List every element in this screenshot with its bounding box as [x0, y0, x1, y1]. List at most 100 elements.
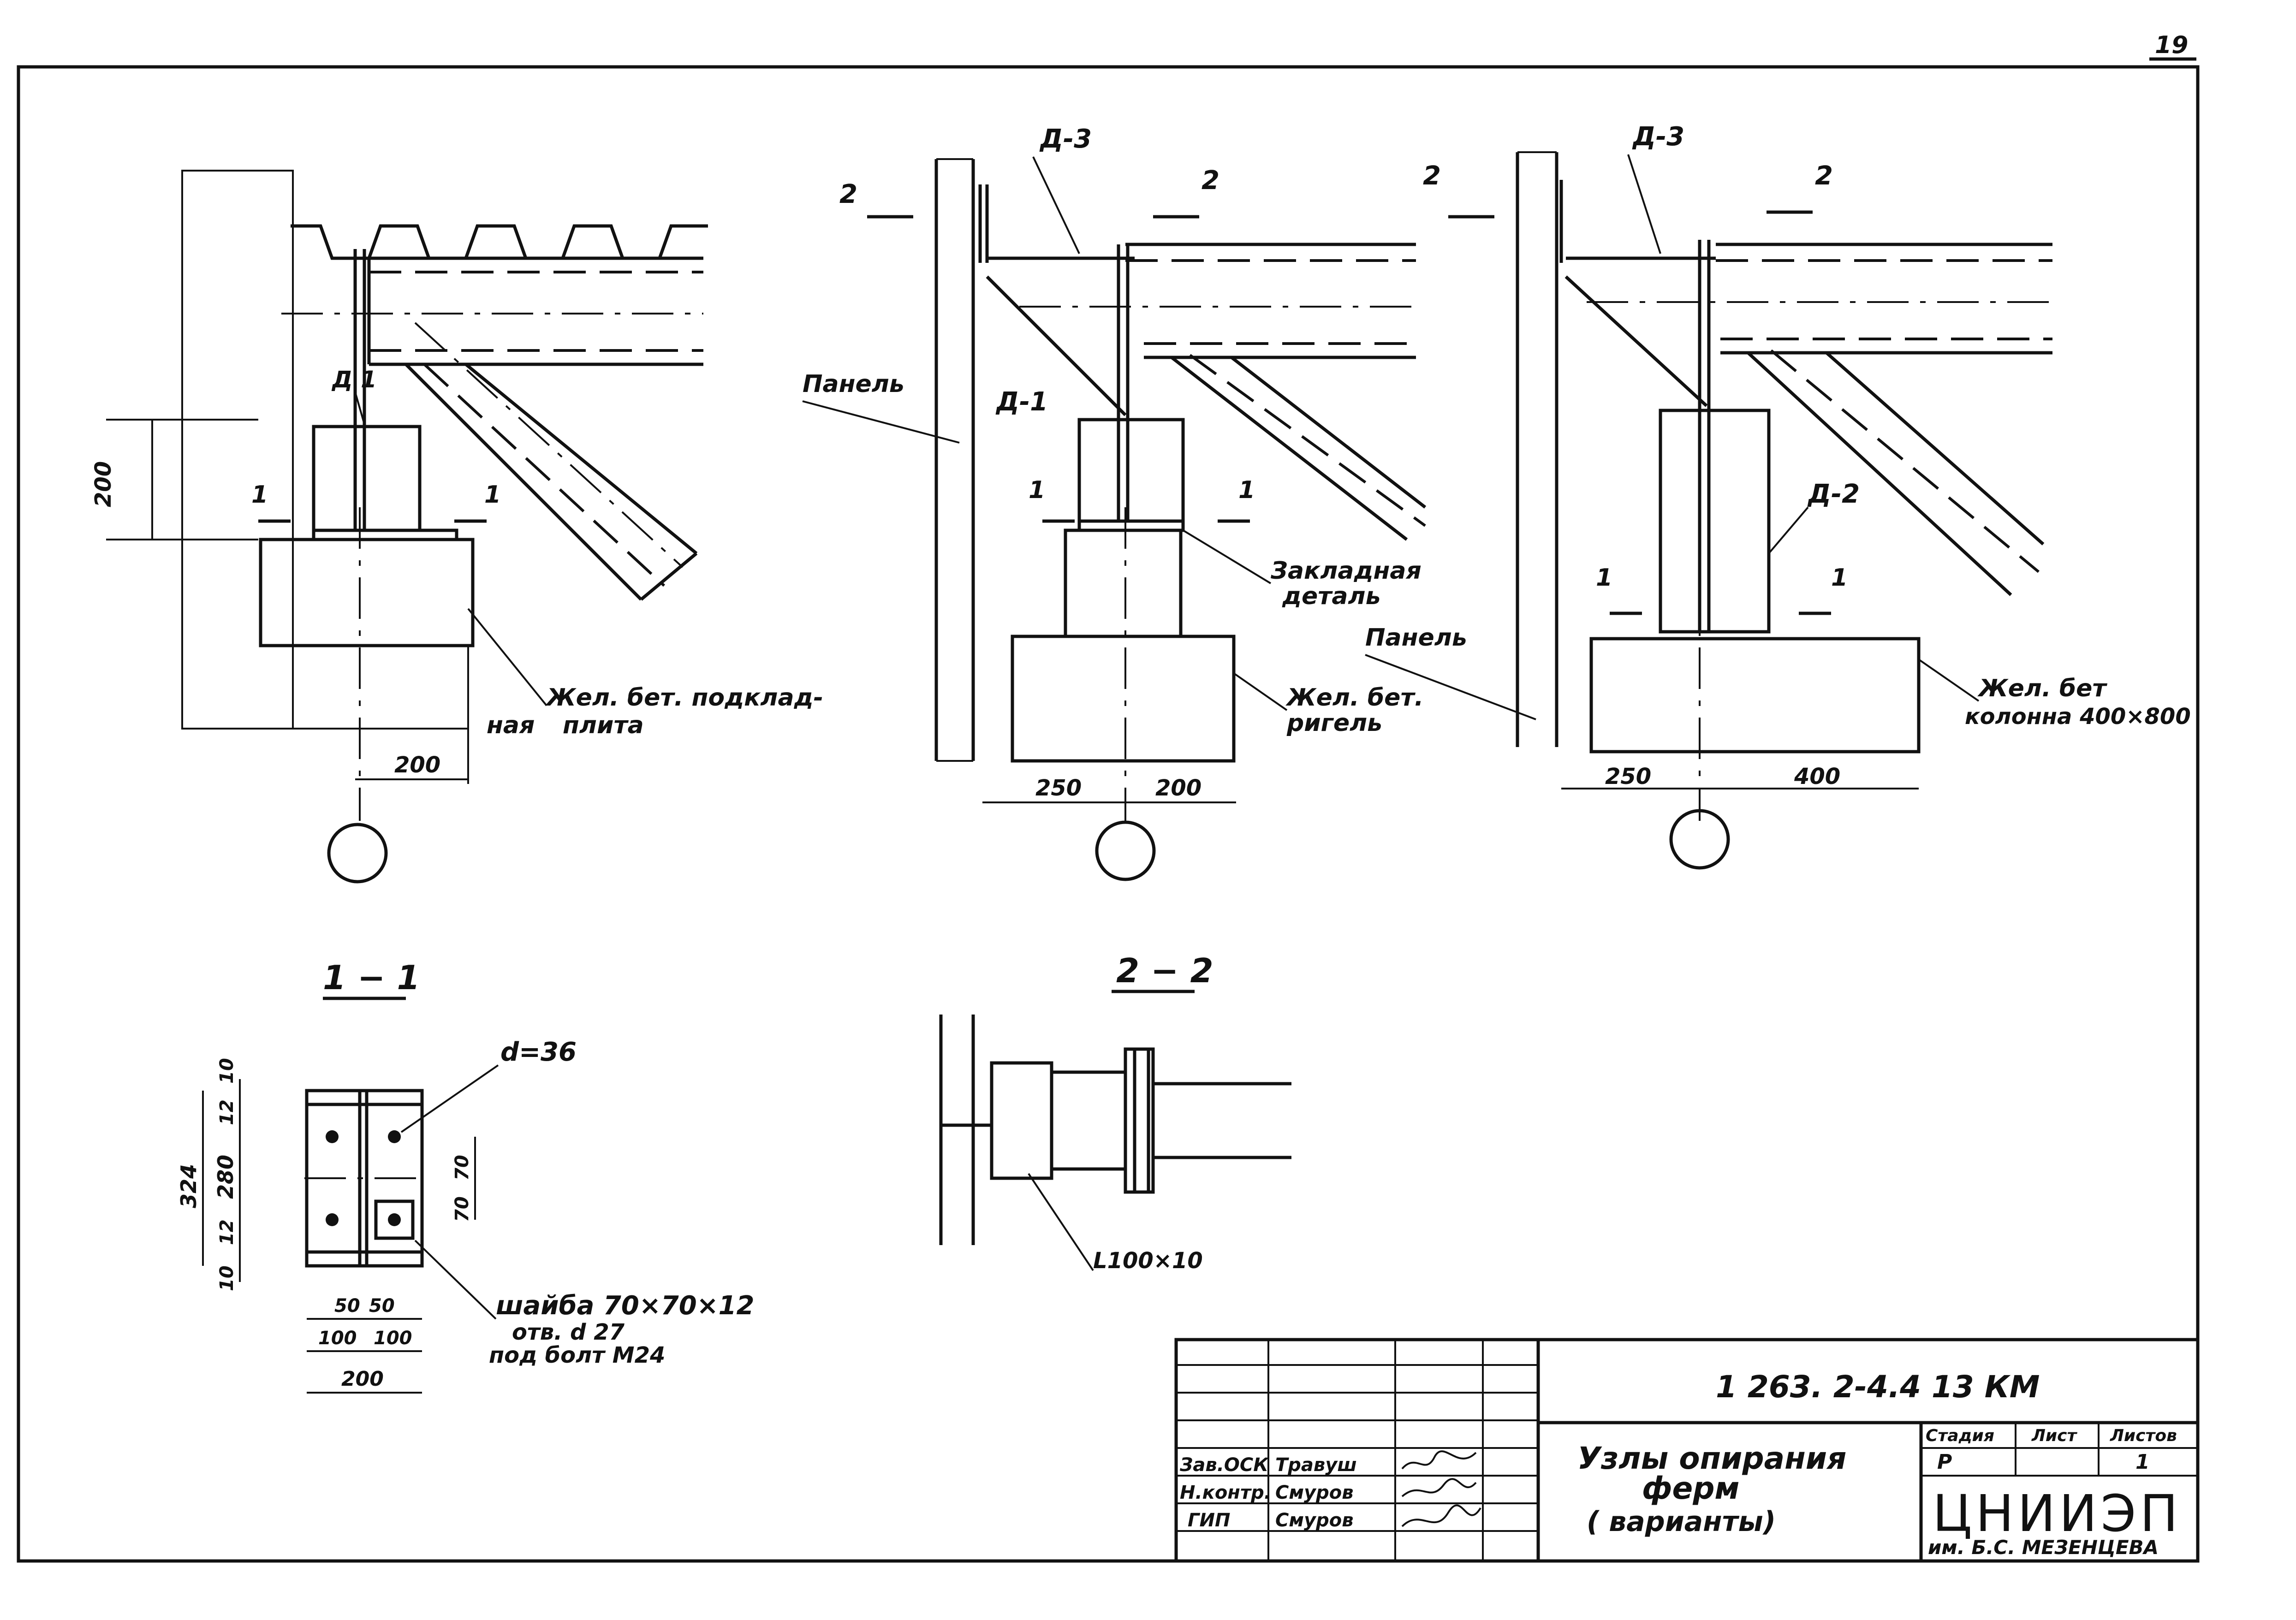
embedded-label-2: деталь — [1282, 582, 1380, 610]
role-1: Зав.ОСК — [1179, 1454, 1269, 1476]
page-number: 19 — [2155, 31, 2188, 59]
section-mark-1-right: 1 — [484, 481, 501, 509]
label-d3: Д-3 — [1039, 124, 1092, 154]
stage-header: Стадия — [1926, 1426, 1994, 1445]
panel-label: Панель — [803, 370, 904, 398]
dim-324: 324 — [176, 1164, 201, 1208]
axis-bubble — [1669, 809, 1730, 870]
section-title: 2 − 2 — [1116, 951, 1213, 990]
dim-50-right: 50 — [369, 1295, 395, 1317]
panel-label: Панель — [1365, 624, 1467, 652]
signature — [1401, 1478, 1477, 1497]
bolt-hole — [388, 1130, 401, 1143]
role-3: ГИП — [1188, 1510, 1230, 1531]
title-line-3: ( варианты) — [1587, 1506, 1776, 1538]
washer-label-3: под болт М24 — [489, 1342, 665, 1368]
signature — [1401, 1504, 1481, 1527]
node-2: 250 200 2 2 1 1 Д-3 Д-1 Панель Закладная… — [802, 124, 1427, 881]
girder-body — [1011, 635, 1236, 763]
section-title: 1 − 1 — [323, 958, 420, 997]
dim-70-top: 70 — [452, 1155, 473, 1181]
section-mark-1-right: 1 — [1238, 476, 1255, 504]
dim-50-left: 50 — [334, 1295, 360, 1317]
dim-70-bottom: 70 — [452, 1196, 473, 1222]
name-3: Смуров — [1275, 1510, 1354, 1531]
bearing-pad — [259, 538, 475, 647]
girder-top — [1064, 528, 1183, 638]
bolt-hole — [388, 1213, 401, 1226]
org-subtitle: им. Б.С. МЕЗЕНЦЕВА — [1928, 1536, 2159, 1559]
end-plate — [1133, 1047, 1155, 1194]
sheets-header: Листов — [2110, 1426, 2177, 1445]
role-2: Н.контр. — [1180, 1482, 1271, 1503]
dim-200: 200 — [1155, 775, 1202, 801]
end-plate — [1124, 1047, 1150, 1194]
wall-base — [292, 645, 469, 730]
dim-12-top: 12 — [216, 1099, 238, 1125]
dim-250: 250 — [1605, 764, 1651, 789]
embedded-label-1: Закладная — [1270, 557, 1422, 585]
hole-label: d=36 — [500, 1037, 577, 1067]
dim-250: 250 — [1035, 775, 1082, 801]
slab-label-1: Жел. бет. подклад- — [545, 684, 823, 712]
section-mark-2-right: 2 — [1202, 166, 1219, 196]
angle-bracket — [990, 1061, 1053, 1180]
dim-100-left: 100 — [318, 1328, 357, 1349]
node-1: 200 200 Д 1 1 1 Жел. бет. подклад- ная п… — [90, 170, 823, 884]
dim-400: 400 — [1794, 764, 1840, 789]
section-mark-1-left: 1 — [251, 481, 268, 509]
section-2-2: 2 − 2 L100×10 — [939, 951, 1291, 1274]
washer — [374, 1199, 415, 1240]
support-stand — [1077, 418, 1185, 523]
name-2: Смуров — [1275, 1482, 1354, 1503]
dim-10-top: 10 — [216, 1058, 238, 1084]
section-mark-2-right: 2 — [1815, 161, 1833, 191]
corrugated-deck — [291, 224, 708, 260]
dim-280: 280 — [213, 1155, 238, 1199]
section-mark-1-right: 1 — [1831, 564, 1848, 592]
column — [1589, 637, 1921, 754]
section-mark-1-left: 1 — [1029, 476, 1045, 504]
label-d1: Д 1 — [331, 366, 377, 393]
axis-bubble — [1095, 820, 1156, 881]
org-name: ЦНИИЭП — [1933, 1484, 2182, 1543]
signature — [1401, 1450, 1477, 1470]
stage-value: Р — [1937, 1450, 1952, 1474]
sheets-value: 1 — [2135, 1450, 2150, 1474]
support-stand — [1659, 409, 1771, 634]
angle-label: L100×10 — [1093, 1248, 1203, 1274]
label-d2: Д-2 — [1807, 479, 1860, 509]
section-1-1: 1 − 1 324 280 10 12 12 10 70 70 50 50 10… — [176, 958, 755, 1394]
axis-bubble — [327, 823, 388, 884]
support-stand — [312, 425, 422, 532]
slab-label-3: плита — [563, 712, 644, 739]
brick-wall — [181, 170, 294, 730]
bolt-hole — [326, 1130, 339, 1143]
title-line-1: Узлы опирания — [1577, 1441, 1846, 1476]
dim-100-right: 100 — [374, 1328, 412, 1349]
label-d1: Д-1 — [995, 387, 1048, 417]
washer-label-2: отв. d 27 — [512, 1319, 625, 1345]
sheet-header: Лист — [2031, 1426, 2077, 1445]
section-mark-2-left: 2 — [1423, 161, 1441, 191]
label-d3: Д-3 — [1632, 122, 1684, 152]
dim-12-bottom: 12 — [216, 1219, 238, 1245]
node-3: 250 400 2 2 1 1 Д-3 Д-2 Панель Жел. бет … — [1365, 122, 2191, 870]
name-1: Травуш — [1275, 1454, 1357, 1476]
column-label-1: Жел. бет — [1977, 675, 2107, 702]
section-mark-2-left: 2 — [839, 179, 857, 209]
column-label-2: колонна 400×800 — [1965, 704, 2191, 730]
girder-label-2: ригель — [1286, 709, 1382, 737]
girder-label-1: Жел. бет. — [1285, 684, 1423, 712]
section-mark-1-left: 1 — [1596, 564, 1612, 592]
title-line-2: ферм — [1642, 1471, 1739, 1506]
sheet-frame — [17, 65, 2200, 1563]
dim-200: 200 — [341, 1367, 384, 1391]
doc-code: 1 263. 2-4.4 13 КМ — [1716, 1369, 2040, 1405]
dim-200-bottom: 200 — [394, 752, 440, 778]
title-block: 1 263. 2-4.4 13 КМ Узлы опирания ферм ( … — [1174, 1338, 2200, 1563]
dim-200-left: 200 — [90, 461, 116, 507]
slab-label-2: ная — [487, 712, 535, 739]
washer-label-1: шайба 70×70×12 — [496, 1291, 755, 1321]
